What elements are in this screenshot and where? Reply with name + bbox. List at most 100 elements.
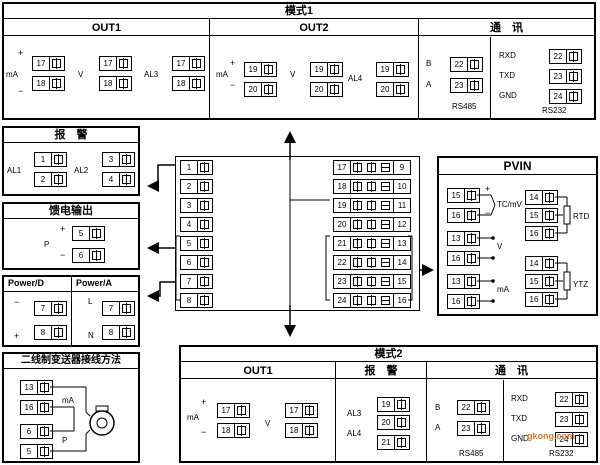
main-terminal-5: 5: [180, 236, 213, 251]
module2-title: 模式2: [181, 347, 596, 362]
minus-sign: −: [230, 80, 236, 90]
minus-sign: −: [18, 86, 24, 96]
p-label: P: [62, 436, 68, 445]
terminal-23: 23: [450, 78, 483, 93]
a-label: A: [426, 80, 432, 89]
minus-sign: −: [485, 208, 491, 218]
module1-out1-title: OUT1: [4, 21, 209, 36]
ma-label: mA: [6, 70, 18, 79]
terminal-15: 15: [447, 188, 480, 203]
l-label: L: [88, 297, 93, 306]
terminal-20: 20: [244, 82, 277, 97]
al3-label: AL3: [144, 70, 159, 79]
divider: [71, 277, 72, 345]
rs485-label: RS485: [452, 102, 477, 111]
rs232-label: RS232: [549, 449, 574, 458]
b-label: B: [435, 403, 441, 412]
transmitter-icon: [50, 386, 115, 452]
divider: [209, 19, 210, 118]
divider: [426, 362, 427, 461]
terminal-14: 14: [525, 190, 558, 205]
v-label: V: [290, 70, 296, 79]
a-label: A: [435, 423, 441, 432]
terminal-23: 23: [457, 421, 490, 436]
pvin-title: PVIN: [439, 158, 596, 175]
ma-label: mA: [497, 285, 509, 294]
module2-comm-title: 通 讯: [427, 364, 596, 379]
terminal-13: 13: [447, 231, 480, 246]
terminal-16: 16: [447, 208, 480, 223]
al2-label: AL2: [74, 166, 89, 175]
terminal-23: 23: [549, 69, 582, 84]
p-label: P: [44, 240, 50, 249]
two-wire-panel: 二线制变送器接线方法 13 16 6 5 mA P: [2, 352, 140, 463]
v-label: V: [78, 70, 84, 79]
terminal-17: 17: [32, 56, 65, 71]
terminal-23: 23: [555, 412, 588, 427]
terminal-18: 18: [99, 76, 132, 91]
terminal-7: 7: [102, 301, 135, 316]
module2-alarm-title: 报 警: [336, 364, 426, 379]
gnd-label: GND: [499, 91, 517, 100]
terminal-17: 17: [172, 56, 205, 71]
terminal-20: 20: [310, 82, 343, 97]
divider: [490, 37, 491, 118]
n-label: N: [88, 331, 94, 340]
ytz-label: YTZ: [573, 280, 589, 289]
terminal-16: 16: [447, 251, 480, 266]
terminal-17: 17: [285, 403, 318, 418]
terminal-22: 22: [555, 392, 588, 407]
terminal-8: 8: [102, 325, 135, 340]
plus-sign: +: [230, 58, 236, 68]
rs232-label: RS232: [542, 106, 567, 115]
al3-label: AL3: [347, 409, 362, 418]
tc-mv-label: TC/mV: [497, 200, 522, 209]
plus-sign: +: [18, 48, 24, 58]
terminal-20: 20: [377, 415, 410, 430]
terminal-4: 4: [102, 172, 135, 187]
power-d-title: Power/D: [8, 278, 45, 288]
ma-label: mA: [216, 70, 228, 79]
ma-label: mA: [62, 396, 74, 405]
plus-sign: +: [14, 331, 20, 341]
v-label: V: [497, 242, 503, 251]
divider: [503, 380, 504, 461]
minus-sign: −: [60, 250, 66, 260]
pvin-wiring: [477, 194, 571, 303]
terminal-19: 19: [377, 397, 410, 412]
module1-comm-title: 通 讯: [419, 21, 594, 36]
terminal-16: 16: [525, 226, 558, 241]
divider: [418, 19, 419, 118]
power-a-title: Power/A: [76, 278, 113, 288]
module1-title: 模式1: [4, 4, 594, 19]
divider: [335, 362, 336, 461]
module2-panel: 模式2 OUT1 报 警 通 讯 mA + − 17 18 V 17 18 AL…: [179, 345, 598, 463]
terminal-2: 2: [34, 172, 67, 187]
terminal-17: 17: [217, 403, 250, 418]
v-label: V: [265, 419, 271, 428]
txd-label: TXD: [499, 71, 515, 80]
terminal-6: 6: [72, 248, 105, 263]
module2-out1-title: OUT1: [181, 364, 335, 379]
terminal-6: 6: [20, 424, 53, 439]
plus-sign: +: [485, 184, 491, 194]
terminal-15: 15: [525, 274, 558, 289]
main-terminal-3: 3: [180, 198, 213, 213]
al1-label: AL1: [7, 166, 22, 175]
terminal-16: 16: [20, 400, 53, 415]
rxd-label: RXD: [499, 51, 516, 60]
terminal-22: 22: [450, 57, 483, 72]
power-panel: Power/D Power/A − + 7 8 L N 7 8: [2, 275, 140, 347]
terminal-20: 20: [376, 82, 409, 97]
rxd-label: RXD: [511, 394, 528, 403]
feed-output-title: 馈电输出: [4, 204, 138, 219]
alarm-title: 报 警: [4, 128, 138, 143]
txd-label: TXD: [511, 414, 527, 423]
main-terminal-6: 6: [180, 255, 213, 270]
terminal-7: 7: [34, 301, 67, 316]
